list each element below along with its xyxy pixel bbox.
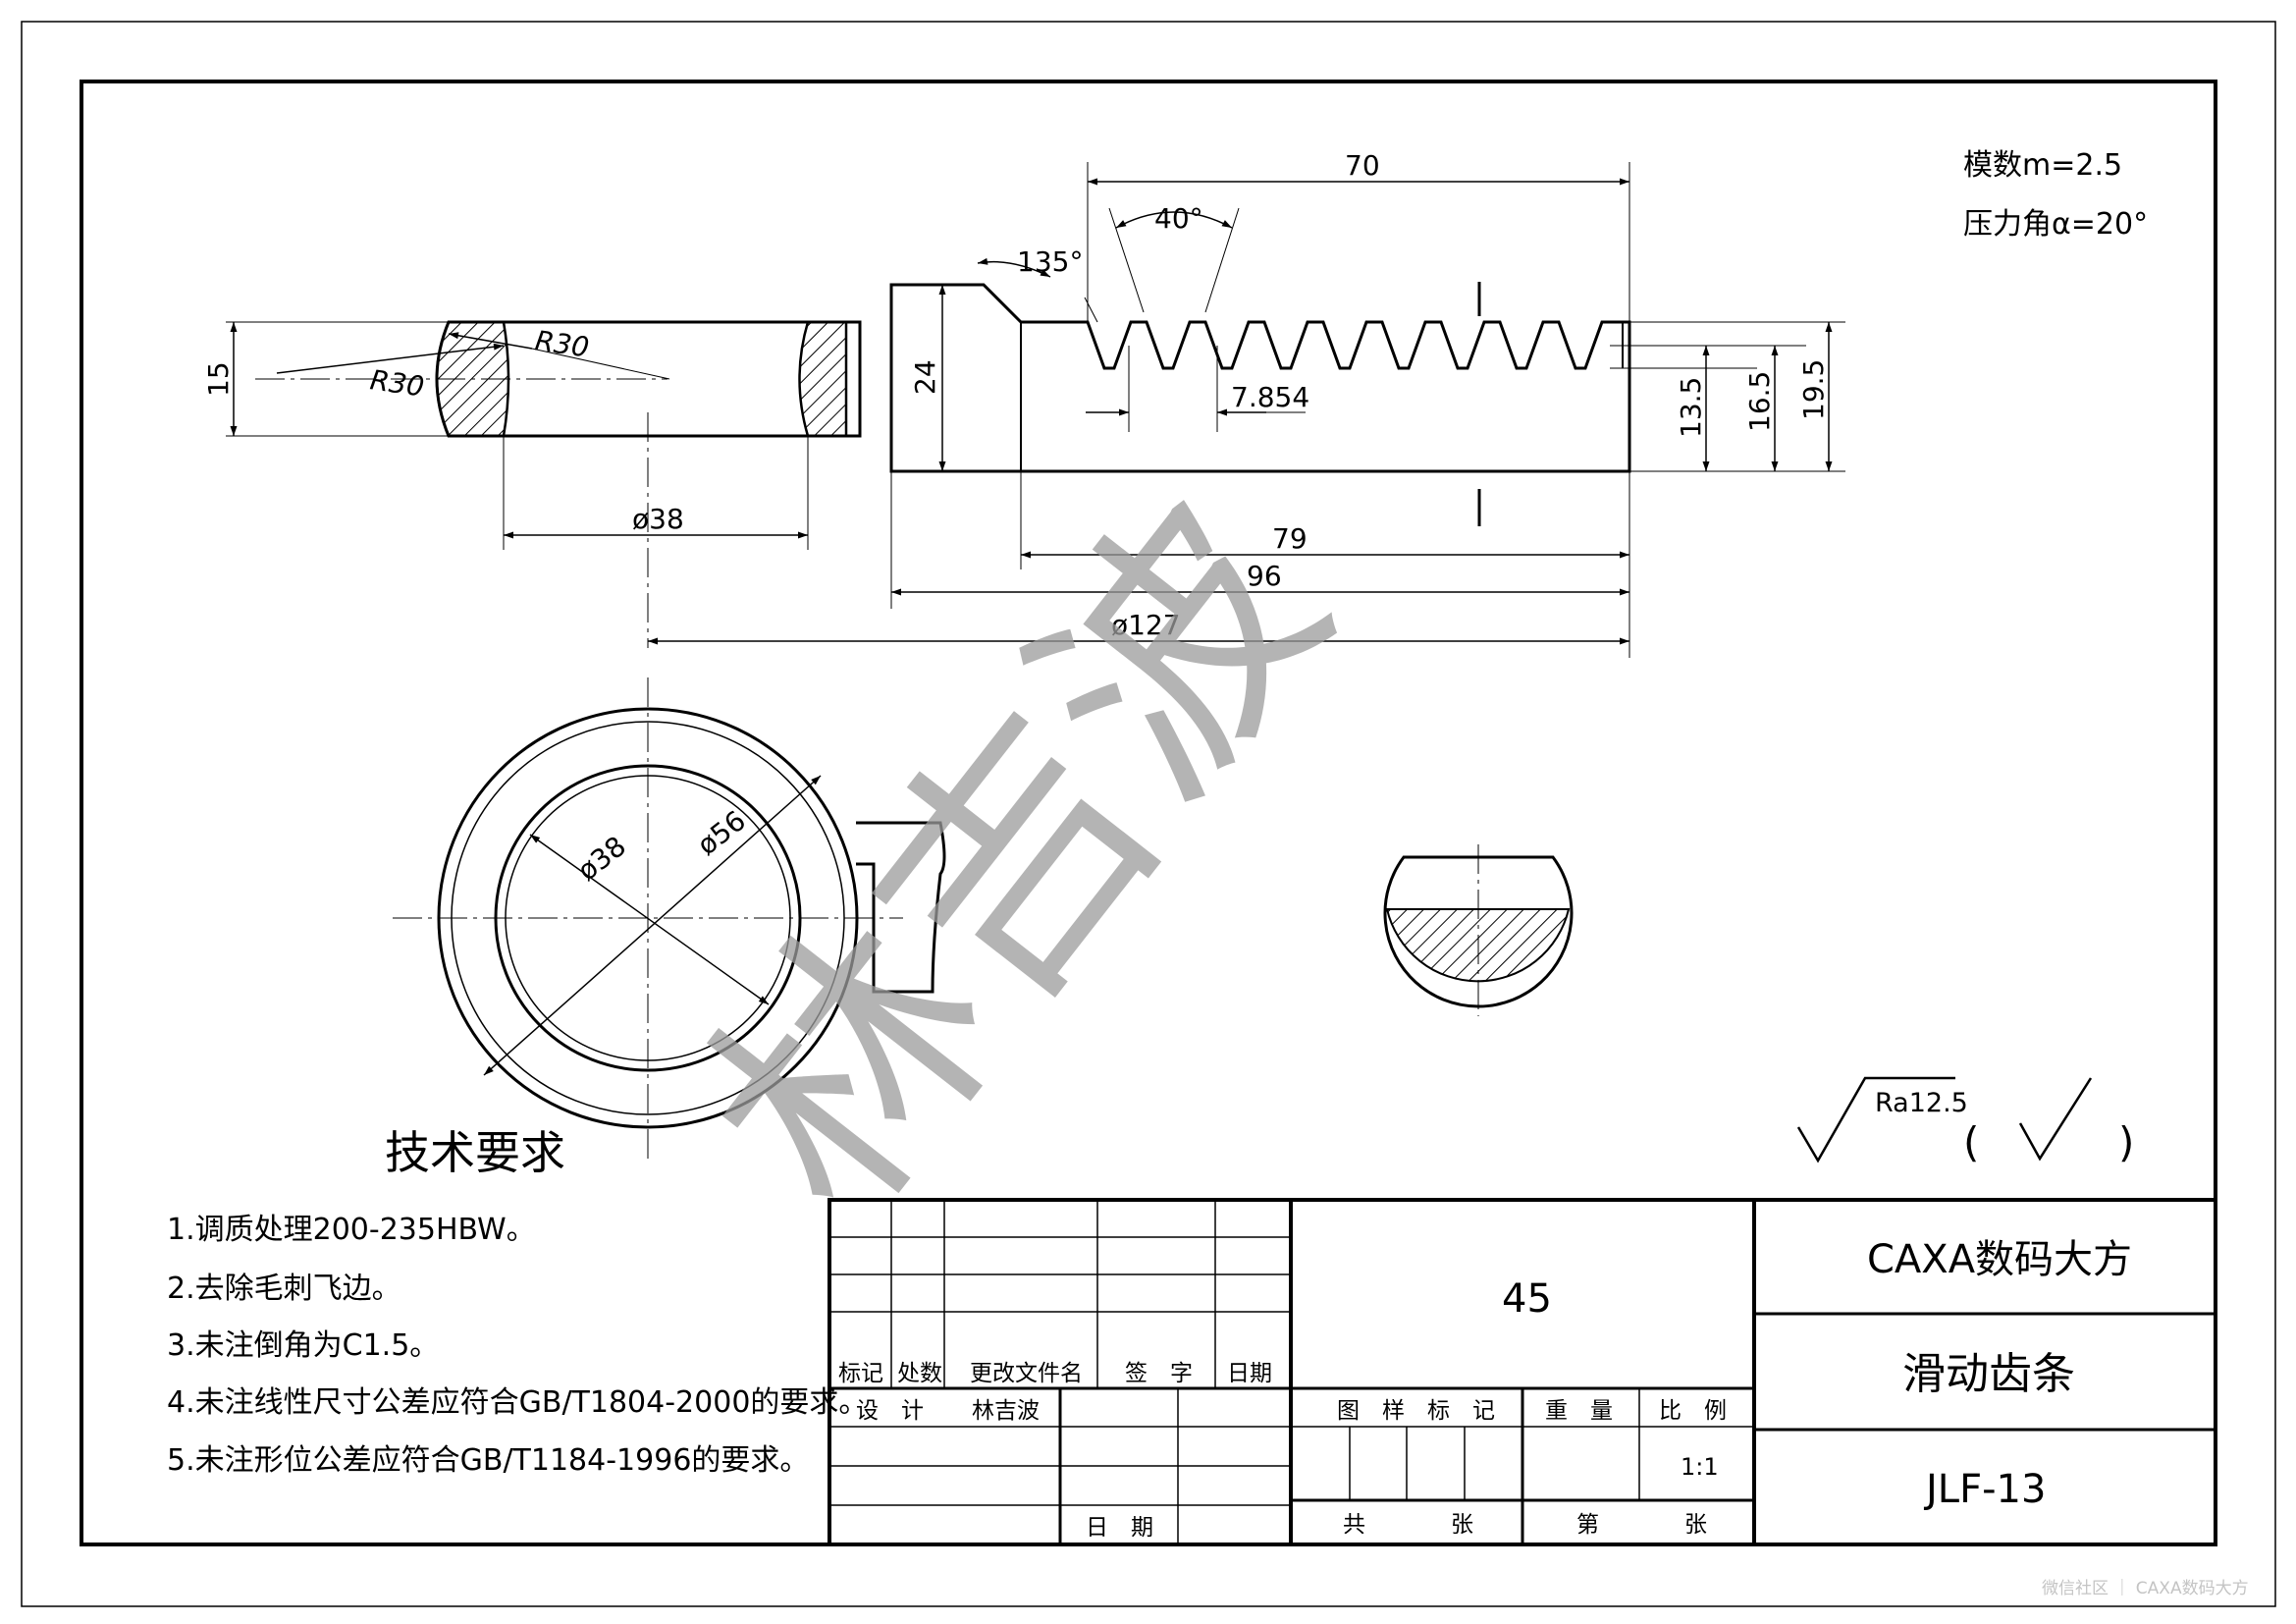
dim-r30-upper: R30	[533, 324, 591, 363]
dim-15: 15	[202, 361, 235, 397]
dim-79: 79	[1272, 522, 1308, 555]
dim-r30-lower: R30	[368, 363, 426, 403]
rev-header-file: 更改文件名	[970, 1361, 1083, 1386]
designer-name: 林吉波	[972, 1398, 1040, 1424]
outer-border	[21, 21, 2276, 1607]
tech-req-item: 2.去除毛刺飞边。	[167, 1272, 401, 1306]
dim-19-5: 19.5	[1797, 359, 1830, 420]
watermark: 林吉波	[650, 451, 1383, 1268]
rev-header-sign: 签 字	[1125, 1361, 1193, 1386]
section-view	[1383, 844, 1574, 1016]
top-view	[393, 677, 946, 1159]
material: 45	[1502, 1276, 1552, 1322]
spec-module: 模数m=2.5	[1963, 148, 2122, 183]
rack-body	[889, 283, 1631, 473]
dim-pitch: 7.854	[1231, 381, 1309, 413]
dim-13-5: 13.5	[1675, 377, 1707, 438]
total-label: 共	[1343, 1512, 1365, 1538]
dim-70: 70	[1345, 149, 1380, 182]
technical-requirements: 技术要求 1.调质处理200-235HBW。 2.去除毛刺飞边。 3.未注倒角为…	[167, 1126, 868, 1478]
title-block-texts: 标记 处数 更改文件名 签 字 日期 设 计 林吉波 日 期 45 CAXA数码…	[838, 1237, 2132, 1541]
footer-credit: 微信社区 ｜ CAXA数码大方	[2042, 1579, 2249, 1598]
part-name: 滑动齿条	[1902, 1349, 2075, 1399]
right-hatch-region	[798, 320, 848, 438]
drawing-number: JLF-13	[1923, 1467, 2046, 1512]
sheet-label: 第	[1576, 1512, 1599, 1538]
scale-value: 1:1	[1681, 1453, 1719, 1481]
roughness-paren-open: (	[1963, 1118, 1979, 1166]
dim-16-5: 16.5	[1743, 371, 1776, 432]
dim-angle-135: 135°	[1017, 245, 1083, 278]
title-block	[828, 1198, 2217, 1546]
dim-dia-38-front: ø38	[632, 503, 684, 535]
roughness-symbol	[1796, 1076, 2093, 1164]
spec-pressure-angle: 压力角α=20°	[1963, 207, 2148, 242]
tech-req-item: 5.未注形位公差应符合GB/T1184-1996的要求。	[167, 1443, 809, 1478]
dim-dia-127: ø127	[1111, 609, 1181, 641]
rev-header-count: 处数	[897, 1361, 942, 1386]
weight-label: 重 量	[1545, 1398, 1613, 1424]
tech-req-item: 4.未注线性尺寸公差应符合GB/T1804-2000的要求。	[167, 1385, 868, 1420]
rev-header-date: 日期	[1227, 1361, 1272, 1386]
front-view	[226, 162, 1845, 658]
mark-label: 图 样 标 记	[1337, 1398, 1495, 1424]
dim-dia-38-circle: ø38	[571, 830, 632, 887]
tech-req-item: 3.未注倒角为C1.5。	[167, 1328, 439, 1363]
rev-header-mark: 标记	[838, 1361, 883, 1386]
section-outline	[1383, 855, 1574, 1008]
scale-label: 比 例	[1659, 1398, 1727, 1424]
dim-angle-40: 40°	[1154, 202, 1203, 235]
sheet-label-2: 张	[1684, 1512, 1707, 1538]
dim-96: 96	[1247, 560, 1282, 592]
design-label: 设 计	[856, 1398, 924, 1424]
tech-req-title: 技术要求	[385, 1126, 565, 1179]
company-name: CAXA数码大方	[1867, 1237, 2132, 1282]
tech-req-item: 1.调质处理200-235HBW。	[167, 1213, 536, 1247]
roughness-paren-close: )	[2118, 1118, 2134, 1166]
total-sheets-label: 张	[1451, 1512, 1473, 1538]
side-boss	[856, 821, 946, 994]
roughness-value: Ra12.5	[1875, 1088, 1968, 1118]
date-label: 日 期	[1086, 1515, 1153, 1541]
dim-24: 24	[909, 359, 941, 395]
